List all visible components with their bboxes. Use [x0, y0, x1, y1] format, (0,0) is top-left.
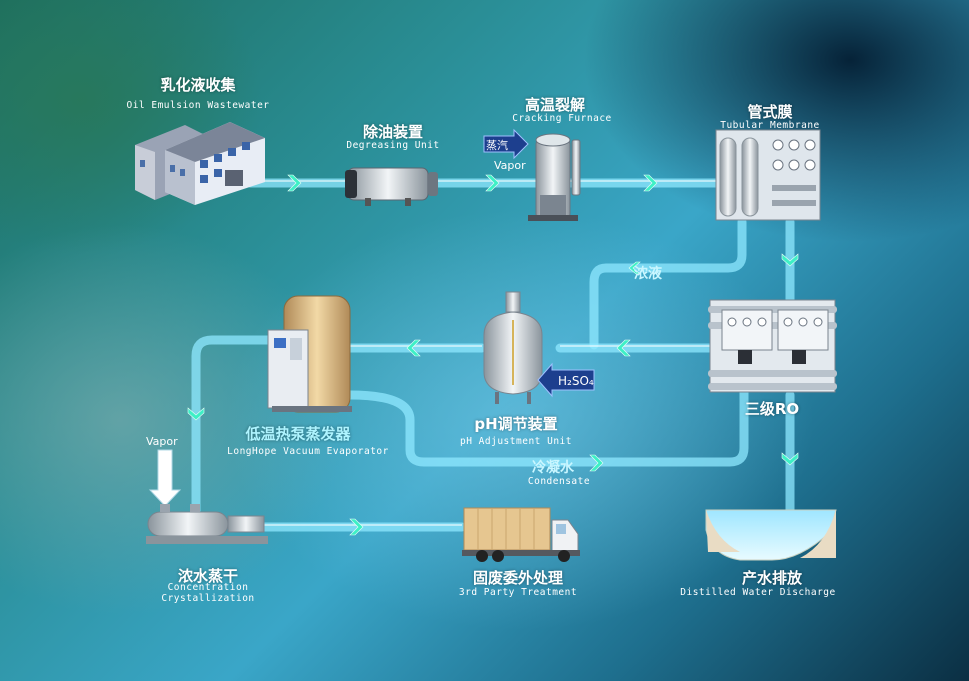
acid-label: H₂SO₄	[558, 374, 594, 388]
condensate-label: 冷凝水	[532, 460, 574, 476]
chevron-right-icon	[643, 174, 658, 192]
crystallization-subtitle-1: Concentration	[167, 582, 249, 593]
evaporator-subtitle: LongHope Vacuum Evaporator	[227, 446, 389, 457]
ro-title: 三级RO	[744, 400, 800, 418]
tubular-subtitle: Tubular Membrane	[720, 120, 820, 131]
factory-icon	[135, 122, 265, 205]
concentrate-label: 浓液	[634, 266, 662, 282]
pipe-evaporator-loop	[191, 335, 277, 520]
tubular-membrane-icon	[715, 129, 821, 221]
crystallizer-icon	[146, 504, 268, 544]
emulsion-title: 乳化液收集	[160, 76, 236, 94]
truck-icon	[462, 507, 580, 562]
condensate-subtitle: Condensate	[527, 476, 591, 487]
ph-title: pH调节装置	[474, 415, 558, 433]
chevron-down-icon	[187, 407, 205, 421]
chevron-right-icon	[287, 174, 302, 192]
ph-subtitle: pH Adjustment Unit	[460, 436, 572, 447]
vapor-down-arrow-icon	[148, 449, 182, 507]
crystallization-title: 浓水蒸干	[177, 567, 239, 585]
chevron-right-icon	[589, 454, 604, 472]
discharge-title: 产水排放	[741, 569, 803, 587]
chevron-right-icon	[349, 518, 364, 536]
chevron-left-icon	[628, 261, 641, 275]
third-party-subtitle: 3rd Party Treatment	[458, 587, 578, 598]
chevron-left-icon	[616, 339, 631, 357]
pipe-condensate	[345, 387, 749, 467]
degreasing-title: 除油装置	[362, 123, 424, 141]
chevron-down-icon	[781, 452, 799, 466]
cracking-title: 高温裂解	[524, 96, 586, 114]
discharge-subtitle: Distilled Water Discharge	[680, 587, 836, 598]
third-party-title: 固废委外处理	[472, 569, 564, 587]
degreasing-unit-icon	[345, 167, 438, 206]
acid-arrow-icon	[537, 362, 595, 398]
crystallization-subtitle-2: Crystallization	[161, 593, 255, 604]
steam-label-en: Vapor	[494, 159, 526, 172]
chevron-left-icon	[406, 339, 421, 357]
vapor-label: Vapor	[146, 435, 178, 448]
pipe-concentrate-return	[589, 217, 747, 350]
ph-reactor-icon	[483, 291, 543, 404]
chevron-down-icon	[781, 253, 799, 267]
evaporator-icon	[267, 295, 352, 413]
steam-arrow-icon	[483, 128, 529, 160]
cracking-subtitle: Cracking Furnace	[512, 113, 612, 124]
emulsion-subtitle: Oil Emulsion Wastewater	[126, 100, 270, 111]
steam-label: 蒸汽	[486, 139, 508, 152]
chevron-right-icon	[485, 174, 500, 192]
ro-system-icon	[708, 299, 837, 393]
cracking-furnace-icon	[528, 133, 581, 221]
degreasing-subtitle: Degreasing Unit	[346, 140, 440, 151]
tubular-title: 管式膜	[747, 103, 793, 121]
water-pool-icon	[705, 509, 837, 561]
evaporator-title: 低温热泵蒸发器	[245, 425, 351, 443]
